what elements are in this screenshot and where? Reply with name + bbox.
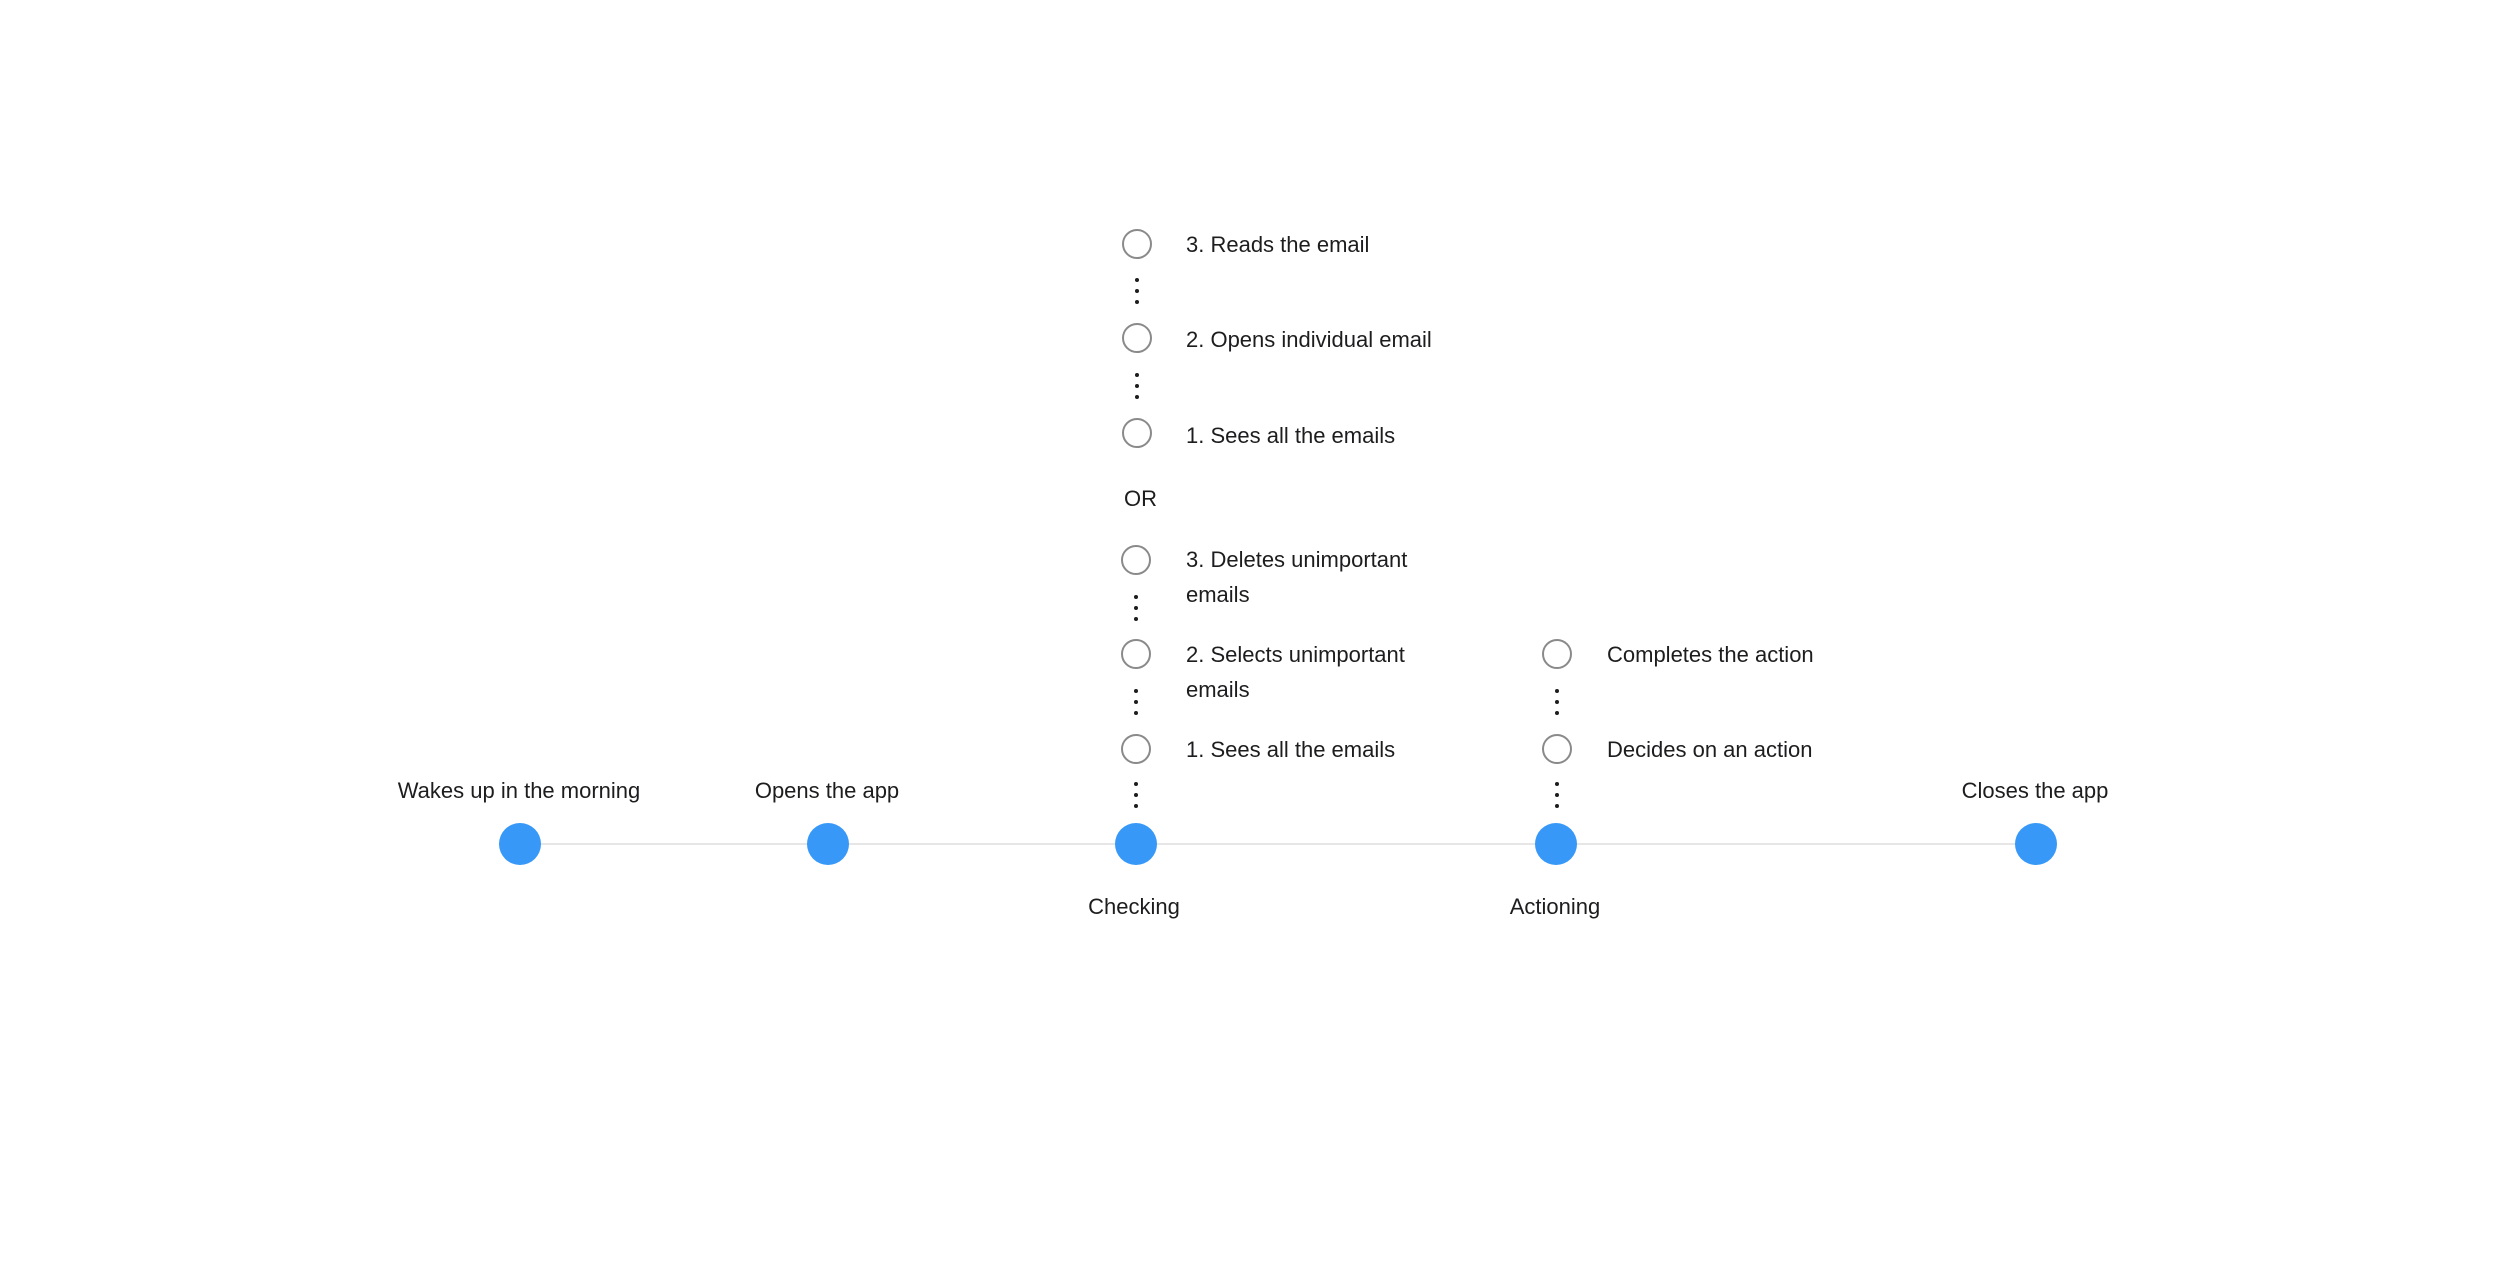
- step-label-decides-action: Decides on an action: [1607, 737, 1813, 762]
- step-connector-dots: [1134, 782, 1138, 815]
- step-label-opens-individual-email: 2. Opens individual email: [1186, 327, 1432, 352]
- or-separator: OR: [1124, 486, 1157, 511]
- stage-dot-opens-app: [807, 823, 849, 865]
- step-label-deletes-unimportant-emails: 3. Deletes unimportant emails: [1186, 547, 1408, 607]
- step-connector-dots: [1134, 595, 1138, 628]
- stage-label-checking: Checking: [1088, 894, 1180, 919]
- stage-dot-closes-app: [2015, 823, 2057, 865]
- stage-dot-checking: [1115, 823, 1157, 865]
- stage-label-opens-app: Opens the app: [754, 778, 900, 803]
- step-ring: [1122, 229, 1152, 259]
- stage-dot-wakes-up: [499, 823, 541, 865]
- step-ring: [1122, 418, 1152, 448]
- step-ring: [1121, 545, 1151, 575]
- step-label-reads-email: 3. Reads the email: [1186, 232, 1370, 257]
- step-connector-dots: [1555, 782, 1559, 815]
- timeline-line: [520, 843, 2035, 845]
- stage-dot-actioning: [1535, 823, 1577, 865]
- step-label-completes-action: Completes the action: [1607, 642, 1814, 667]
- stage-label-wakes-up: Wakes up in the morning: [397, 778, 641, 803]
- step-connector-dots: [1135, 278, 1139, 311]
- step-connector-dots: [1135, 373, 1139, 406]
- step-ring: [1121, 639, 1151, 669]
- step-ring: [1542, 734, 1572, 764]
- stage-label-closes-app: Closes the app: [1961, 778, 2109, 803]
- step-connector-dots: [1134, 689, 1138, 722]
- step-ring: [1122, 323, 1152, 353]
- step-ring: [1121, 734, 1151, 764]
- step-label-sees-all-emails: 1. Sees all the emails: [1186, 737, 1396, 762]
- stage-label-actioning: Actioning: [1509, 894, 1601, 919]
- step-ring: [1542, 639, 1572, 669]
- step-connector-dots: [1555, 689, 1559, 722]
- step-label-selects-unimportant-emails: 2. Selects unimportant emails: [1186, 642, 1405, 702]
- step-label-sees-all-emails: 1. Sees all the emails: [1186, 423, 1396, 448]
